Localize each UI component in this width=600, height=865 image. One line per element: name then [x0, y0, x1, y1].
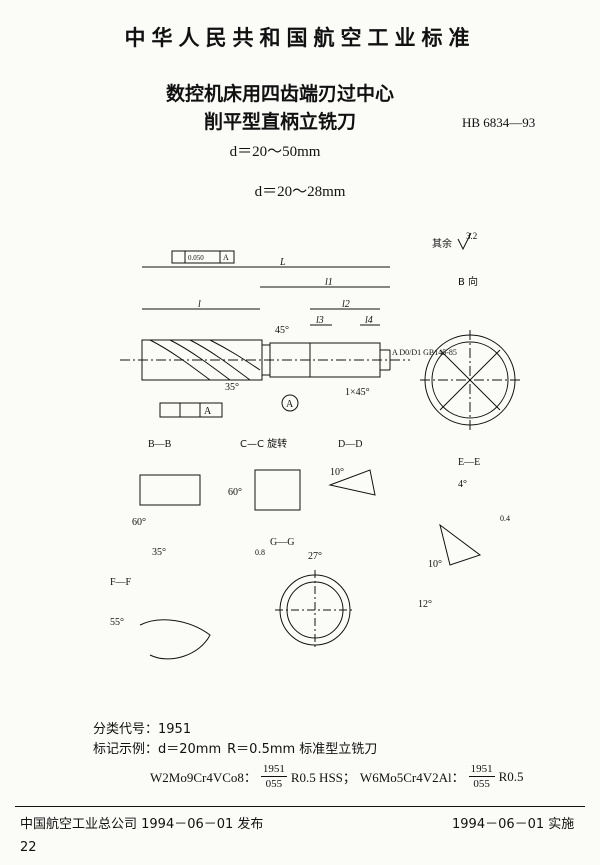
svg-text:35°: 35°: [152, 547, 166, 558]
roughness-value: 3.2: [466, 231, 477, 241]
size-range: d＝20～50mm: [229, 144, 321, 160]
svg-text:A: A: [223, 253, 229, 262]
svg-text:B—B: B—B: [148, 439, 172, 450]
dim-L: L: [279, 257, 286, 268]
svg-text:0.4: 0.4: [500, 514, 510, 523]
svg-text:G—G: G—G: [270, 537, 294, 548]
end-view-b: B 向: [420, 275, 520, 430]
svg-text:27°: 27°: [308, 551, 322, 562]
material-2: W6Mo5Cr4V2Al：: [359, 770, 465, 785]
page-number: 22: [20, 840, 37, 855]
svg-text:35°: 35°: [225, 382, 239, 393]
implement-info: 1994－06－01 实施: [452, 817, 575, 832]
svg-text:45°: 45°: [275, 325, 289, 336]
svg-text:10°: 10°: [330, 467, 344, 478]
example-rest: R＝0.5mm 标准型立铣刀: [227, 742, 378, 757]
document-title-line1: 数控机床用四齿端刃过中心: [165, 83, 394, 105]
svg-text:4°: 4°: [458, 479, 467, 490]
standard-header: 中华人民共和国航空工业标准: [124, 26, 476, 50]
designation-tail-1: R0.5 HSS；: [290, 770, 356, 785]
svg-text:1×45°: 1×45°: [345, 387, 370, 398]
svg-text:l1: l1: [325, 277, 333, 288]
roughness-symbol: [457, 232, 472, 251]
material-1: W2Mo9Cr4VCo8：: [150, 770, 257, 785]
svg-text:A D0/D1 GB145-85: A D0/D1 GB145-85: [392, 348, 457, 357]
svg-text:0.050: 0.050: [188, 254, 204, 262]
designation-tail-2: R0.5: [498, 768, 524, 784]
example-d: d＝20mm: [158, 742, 222, 757]
marking-example: 标记示例：d＝20mm R＝0.5mm 标准型立铣刀: [93, 738, 377, 757]
svg-text:0.8: 0.8: [255, 548, 265, 557]
section-subheading: d＝20～28mm: [254, 184, 346, 200]
svg-text:A: A: [286, 399, 294, 410]
svg-text:l4: l4: [365, 315, 373, 326]
svg-text:12°: 12°: [418, 599, 432, 610]
svg-text:l2: l2: [342, 299, 350, 310]
svg-text:F—F: F—F: [110, 577, 132, 588]
example-label: 标记示例：: [93, 742, 159, 757]
svg-text:D—D: D—D: [338, 439, 362, 450]
svg-text:60°: 60°: [132, 517, 146, 528]
svg-text:A: A: [204, 406, 212, 417]
svg-text:55°: 55°: [110, 617, 124, 628]
classification-code: 分类代号：1951: [93, 718, 191, 737]
standard-number: HB 6834—93: [462, 115, 536, 130]
classification-label: 分类代号：: [93, 722, 159, 737]
section-views: B—B 60° 35° C—C 旋转 60° D—D 10° E—E 4° 10…: [110, 437, 510, 660]
technical-drawing: 其余 3.2 L 0.050 A l1 l l2 l3 l4: [110, 231, 520, 660]
document-title-line2: 削平型直柄立铣刀: [203, 111, 356, 133]
svg-text:E—E: E—E: [458, 457, 480, 468]
svg-text:B 向: B 向: [458, 275, 478, 288]
svg-text:l3: l3: [316, 315, 324, 326]
svg-text:10°: 10°: [428, 559, 442, 570]
svg-text:l: l: [198, 299, 201, 310]
svg-text:C—C 旋转: C—C 旋转: [240, 437, 287, 450]
publish-info: 中国航空工业总公司 1994－06－01 发布: [20, 817, 264, 832]
footer-divider: [15, 806, 585, 807]
main-view: L 0.050 A l1 l l2 l3 l4 45° 35° 1×45°: [120, 250, 457, 418]
classification-value: 1951: [158, 722, 192, 737]
surface-rest-label: 其余: [432, 237, 452, 250]
svg-text:60°: 60°: [228, 487, 242, 498]
